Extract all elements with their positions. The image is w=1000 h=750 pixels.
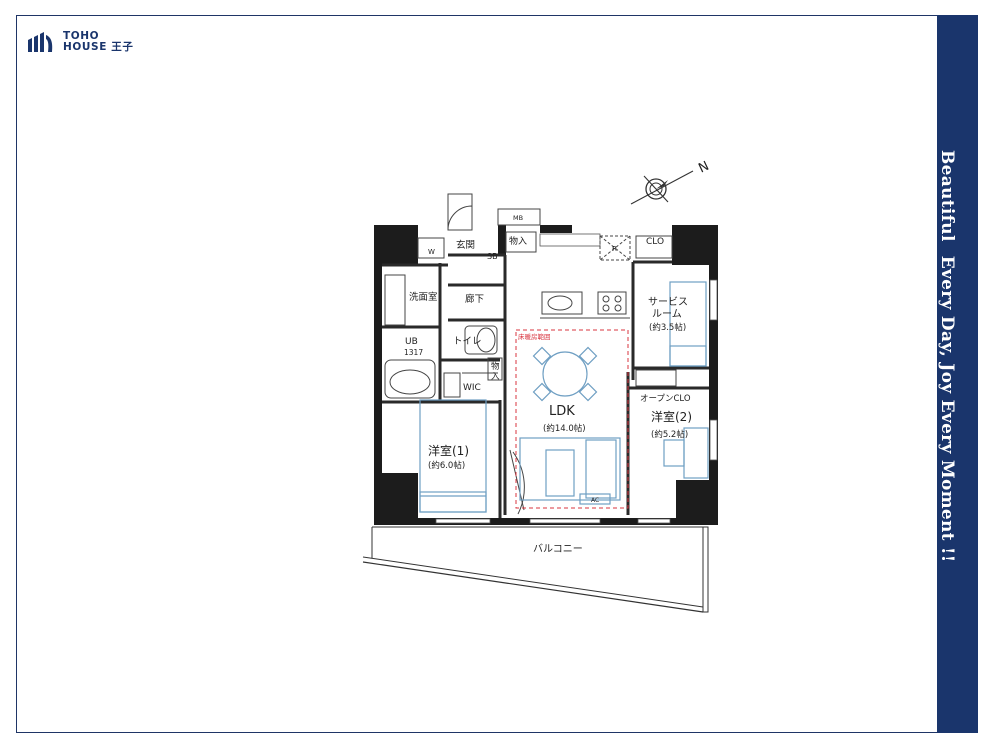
balcony: バルコニー xyxy=(362,526,709,613)
storage1-label: 物入 xyxy=(509,235,527,247)
storage2-line2: 入 xyxy=(491,372,500,382)
ac-label: AC xyxy=(591,497,599,504)
brand-line2: HOUSE 王子 xyxy=(63,41,134,53)
ub-label: UB xyxy=(405,337,418,347)
hallway-label: 廊下 xyxy=(465,293,484,305)
service-room-line1: サービス xyxy=(648,296,688,308)
logo-mark-icon xyxy=(28,32,53,52)
clo-label: CLO xyxy=(646,237,664,247)
entrance-label: 玄関 xyxy=(456,239,475,251)
side-banner xyxy=(937,15,978,733)
north-label: N xyxy=(696,159,711,177)
bedroom2-label: 洋室(2) xyxy=(651,409,692,424)
interior-walls xyxy=(382,253,709,518)
room-labels: 床暖房範囲 LDK (約14.0帖) 洋室(1) (約6.0帖) 洋室(2) (… xyxy=(404,214,692,504)
service-room-size: (約3.5帖) xyxy=(649,322,686,333)
sb-label: SB xyxy=(487,252,498,261)
toilet-label: トイレ xyxy=(453,336,482,347)
mb-label: MB xyxy=(513,214,523,222)
w-label: W xyxy=(428,248,435,256)
washroom-label: 洗面室 xyxy=(409,291,438,303)
service-room-line2: ルーム xyxy=(652,308,682,320)
compass-icon: N xyxy=(630,159,711,205)
fixtures xyxy=(384,193,677,515)
bedroom1-label: 洋室(1) xyxy=(428,443,469,458)
windows xyxy=(435,233,718,524)
floor-heating-area xyxy=(515,329,629,509)
open-clo-label: オープンCLO xyxy=(640,394,691,404)
ub-size: 1317 xyxy=(404,348,423,357)
furniture xyxy=(419,281,709,513)
storage2-line1: 物 xyxy=(491,361,500,372)
ldk-label: LDK xyxy=(549,404,575,419)
bedroom1-size: (約6.0帖) xyxy=(428,460,465,471)
bedroom2-size: (約5.2帖) xyxy=(651,429,688,440)
wic-label: WIC xyxy=(463,383,481,393)
balcony-label: バルコニー xyxy=(533,543,583,555)
brand-line1: TOHO xyxy=(63,30,100,42)
ldk-size: (約14.0帖) xyxy=(543,423,586,434)
r-label: R xyxy=(612,245,617,253)
floor-heating-label: 床暖房範囲 xyxy=(518,332,551,341)
